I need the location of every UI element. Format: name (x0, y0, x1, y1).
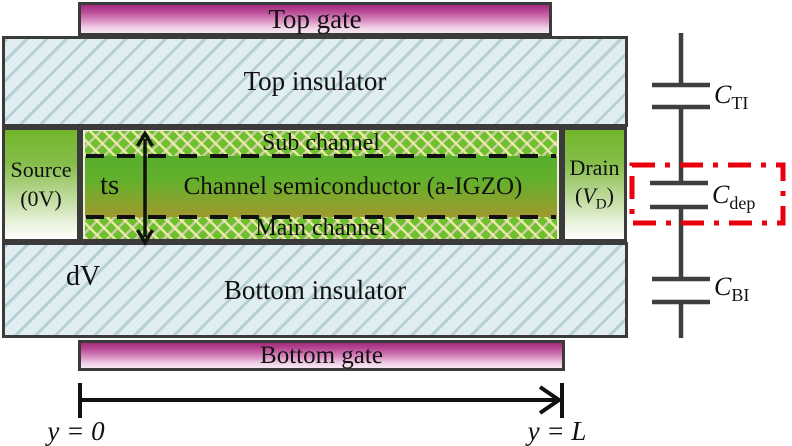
source-label: Source (10, 156, 72, 182)
top-insulator-region: Top insulator (2, 36, 628, 127)
bottom-insulator-region: Bottom insulator (2, 242, 628, 338)
ts-label: ts (100, 169, 120, 201)
dep-capacitance-outline (629, 162, 786, 226)
top-insulator-label: Top insulator (243, 66, 387, 96)
drain-voltage-label: (VD) (575, 183, 614, 213)
source-voltage-label: (0V) (20, 185, 62, 211)
top-gate-region: Top gate (78, 2, 552, 36)
channel-semiconductor-label: Channel semiconductor (a-IGZO) (183, 172, 523, 200)
sub-channel-label: Sub channel (262, 130, 380, 156)
channel-length-axis-arrow (78, 383, 564, 418)
bottom-gate-region: Bottom gate (78, 340, 565, 371)
bottom-insulator-label: Bottom insulator (223, 274, 407, 305)
cap-depletion-label: Cdep (712, 180, 756, 214)
drain-voltage-subscript: D (595, 196, 607, 213)
axis-origin-label: y = 0 (47, 416, 105, 446)
dv-label: dV (66, 261, 101, 292)
drain-electrode: Drain (VD) (562, 127, 627, 242)
main-channel-label: Main channel (255, 214, 387, 241)
main-channel-layer: Main channel (85, 214, 557, 241)
source-electrode: Source (0V) (2, 127, 80, 242)
cap-top-insulator-label: CTI (714, 80, 749, 114)
drain-label: Drain (569, 154, 620, 180)
sub-channel-layer: Sub channel (85, 130, 557, 156)
channel-semiconductor-layer: Channel semiconductor (a-IGZO) (85, 156, 557, 217)
bottom-gate-label: Bottom gate (260, 341, 383, 369)
capacitor-ladder (650, 33, 710, 338)
cap-bottom-insulator-label: CBI (714, 272, 750, 306)
channel-stack-region: Sub channel Channel semiconductor (a-IGZ… (80, 127, 562, 242)
top-gate-label: Top gate (268, 3, 362, 34)
drain-voltage-symbol: V (582, 183, 596, 209)
axis-end-label: y = L (527, 416, 587, 446)
